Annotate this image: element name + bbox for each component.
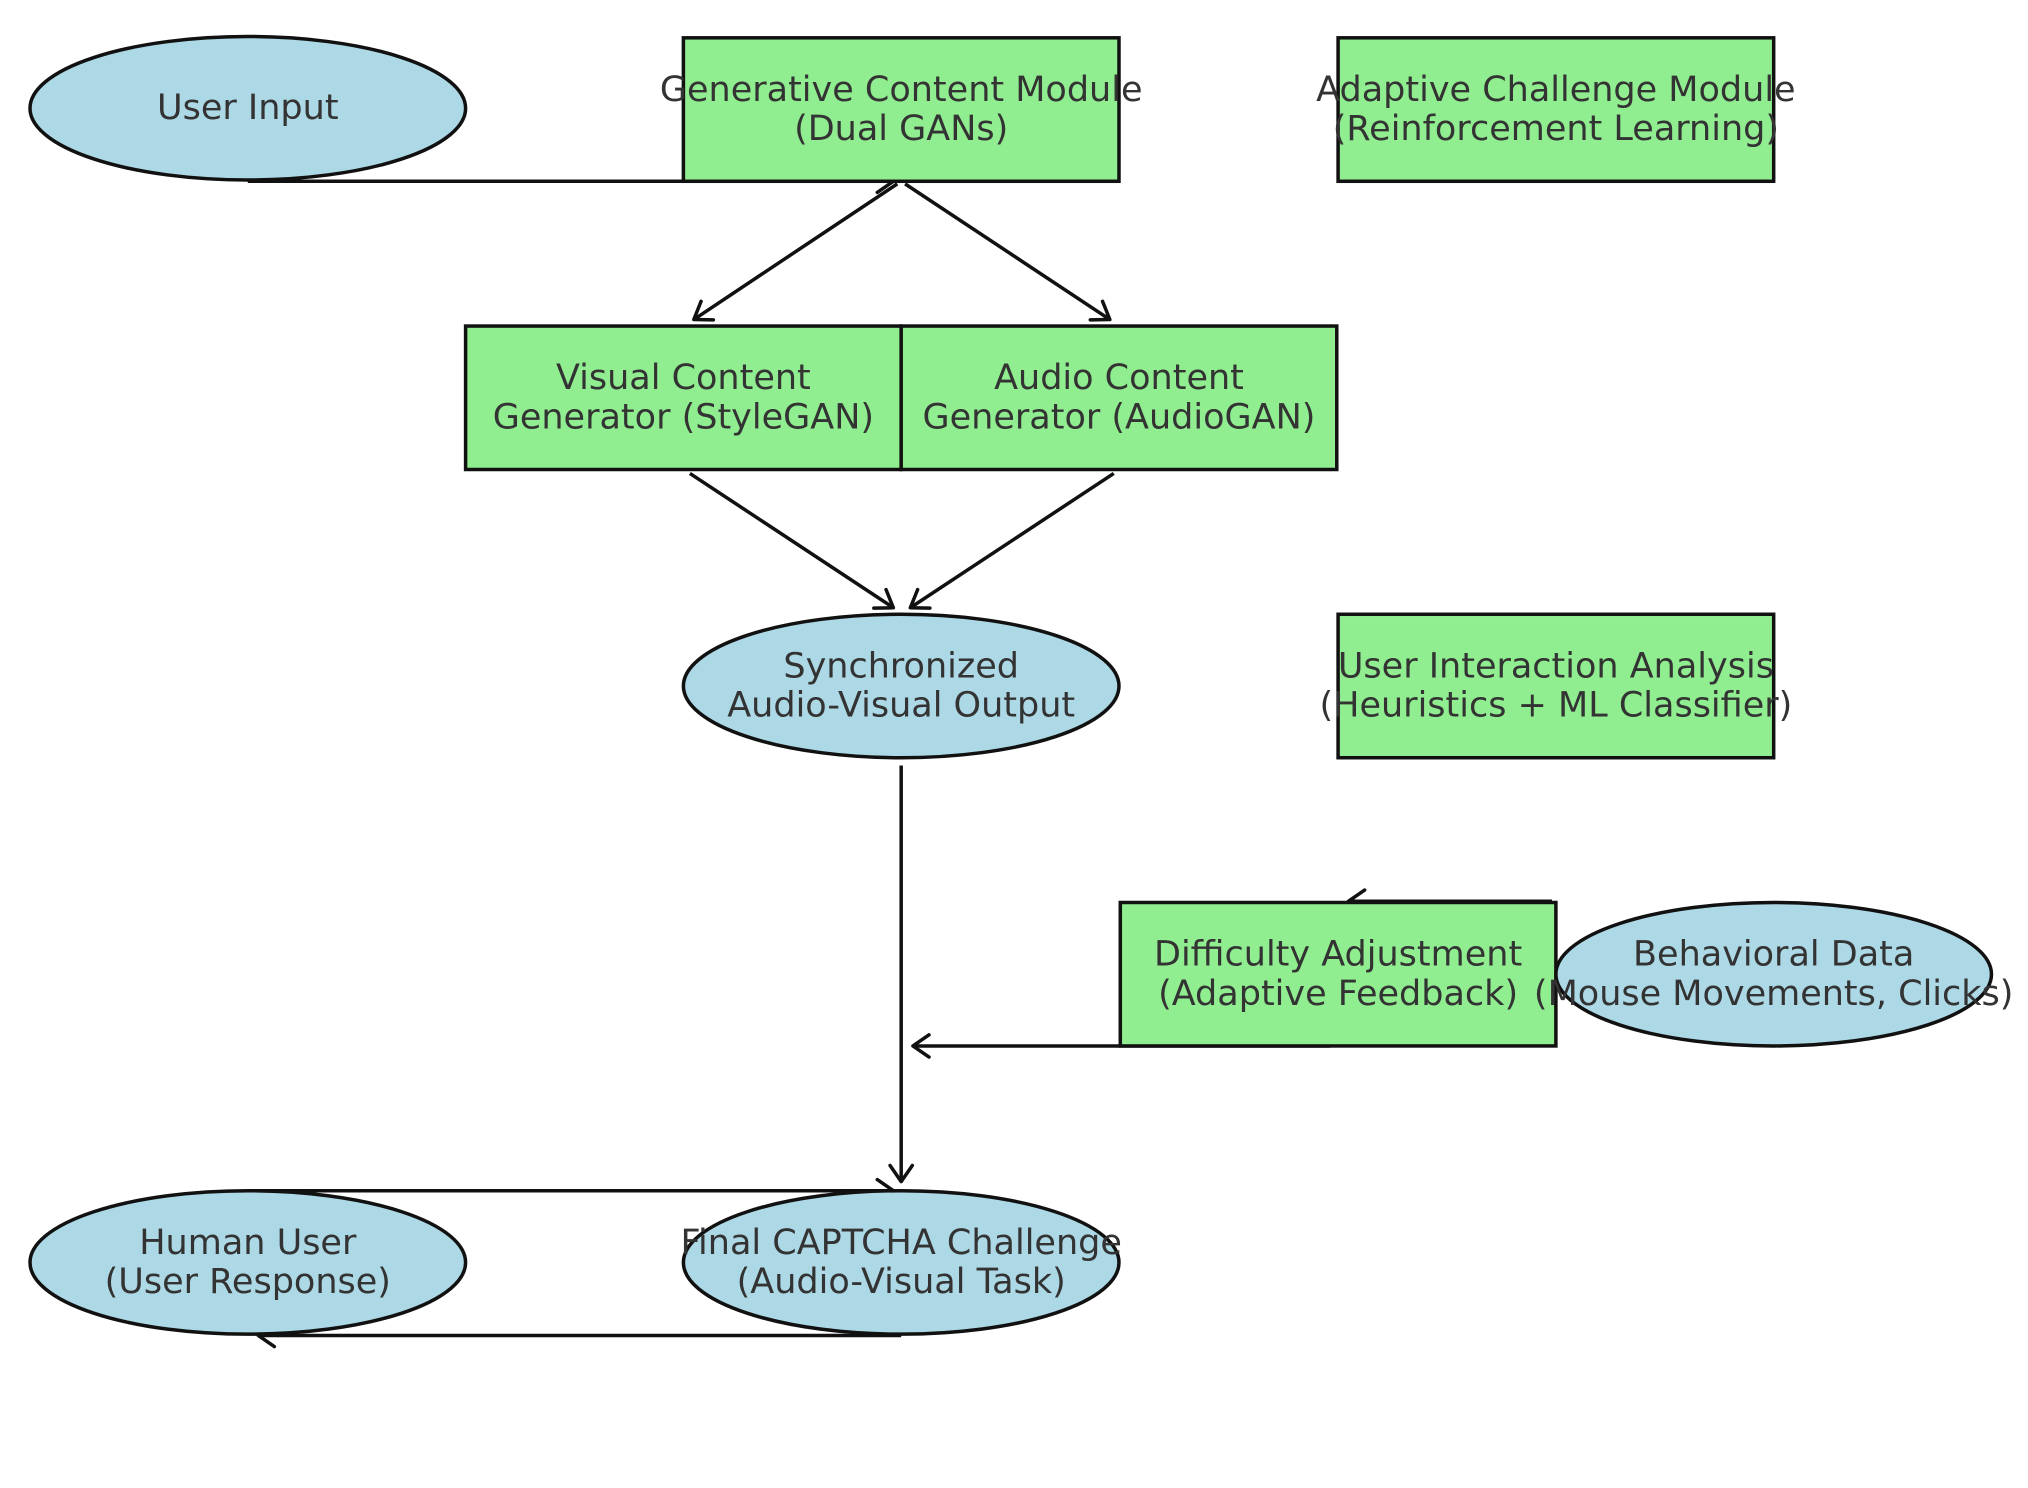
human-user-label-line-2: (User Response) — [105, 1262, 391, 1302]
node-behavioral-data: Behavioral Data(Mouse Movements, Clicks) — [1534, 900, 2014, 1048]
interaction-analysis-box — [1336, 612, 1776, 760]
generative-module-label-line-1: Generative Content Module — [660, 70, 1143, 110]
edge-sync-output-to-final-captcha — [888, 765, 915, 1184]
difficulty-adjustment-label-line-2: (Adaptive Feedback) — [1158, 974, 1518, 1014]
arrowhead — [911, 1033, 931, 1059]
edge-line — [688, 471, 895, 610]
generative-module-label-line-2: (Dual GANs) — [794, 109, 1008, 149]
edge-line — [692, 182, 899, 321]
arrowhead — [1088, 299, 1112, 322]
edge-generative-module-to-audio-generator — [904, 182, 1112, 322]
generative-module-box — [681, 36, 1121, 184]
audio-generator-label-line-1: Audio Content — [994, 358, 1244, 398]
visual-generator-label-line-1: Visual Content — [556, 358, 811, 398]
edge-line — [909, 471, 1115, 610]
arrowhead — [888, 1163, 915, 1184]
edge-line — [904, 182, 1111, 321]
audio-generator-label-line-2: Generator (AudioGAN) — [923, 397, 1316, 437]
visual-generator-label-line-2: Generator (StyleGAN) — [493, 397, 874, 437]
node-generative-module: Generative Content Module(Dual GANs) — [660, 36, 1143, 184]
node-user-input: User Input — [28, 34, 468, 182]
node-difficulty-adjustment: Difficulty Adjustment(Adaptive Feedback) — [1118, 900, 1558, 1048]
interaction-analysis-label-line-2: (Heuristics + ML Classifier) — [1319, 686, 1792, 726]
edge-visual-generator-to-sync-output — [688, 471, 896, 610]
sync-output-label-line-2: Audio-Visual Output — [727, 686, 1075, 726]
arrowhead — [908, 587, 932, 610]
node-final-captcha: Final CAPTCHA Challenge(Audio-Visual Tas… — [680, 1188, 1122, 1336]
user-input-ellipse — [28, 34, 468, 182]
interaction-analysis-label-line-1: User Interaction Analysis — [1338, 646, 1774, 686]
user-input-label-line-1: User Input — [157, 88, 339, 128]
human-user-ellipse — [28, 1188, 468, 1336]
final-captcha-label-line-1: Final CAPTCHA Challenge — [680, 1223, 1121, 1263]
adaptive-module-label-line-2: (Reinforcement Learning) — [1333, 109, 1779, 149]
edge-audio-generator-to-sync-output — [908, 471, 1115, 610]
sync-output-label-line-1: Synchronized — [783, 646, 1019, 686]
nodes-layer: User Input Generative Content Module(Dual… — [28, 34, 2014, 1336]
difficulty-adjustment-box — [1118, 900, 1558, 1048]
audio-generator-box — [899, 324, 1339, 472]
visual-generator-box — [463, 324, 903, 472]
adaptive-module-box — [1336, 36, 1776, 184]
node-human-user: Human User(User Response) — [28, 1188, 468, 1336]
adaptive-module-label-line-1: Adaptive Challenge Module — [1316, 70, 1795, 110]
arrowhead — [872, 587, 896, 610]
final-captcha-label-line-2: (Audio-Visual Task) — [737, 1262, 1066, 1302]
arrowhead — [692, 299, 716, 322]
difficulty-adjustment-label-line-1: Difficulty Adjustment — [1154, 935, 1522, 975]
final-captcha-ellipse — [681, 1188, 1121, 1336]
node-interaction-analysis: User Interaction Analysis(Heuristics + M… — [1319, 612, 1792, 760]
behavioral-data-label-line-2: (Mouse Movements, Clicks) — [1534, 974, 2014, 1014]
behavioral-data-ellipse — [1554, 900, 1994, 1048]
node-adaptive-module: Adaptive Challenge Module(Reinforcement … — [1316, 36, 1796, 184]
sync-output-ellipse — [681, 612, 1121, 760]
edge-generative-module-to-visual-generator — [692, 182, 899, 322]
human-user-label-line-1: Human User — [139, 1223, 357, 1263]
behavioral-data-label-line-1: Behavioral Data — [1633, 935, 1914, 975]
